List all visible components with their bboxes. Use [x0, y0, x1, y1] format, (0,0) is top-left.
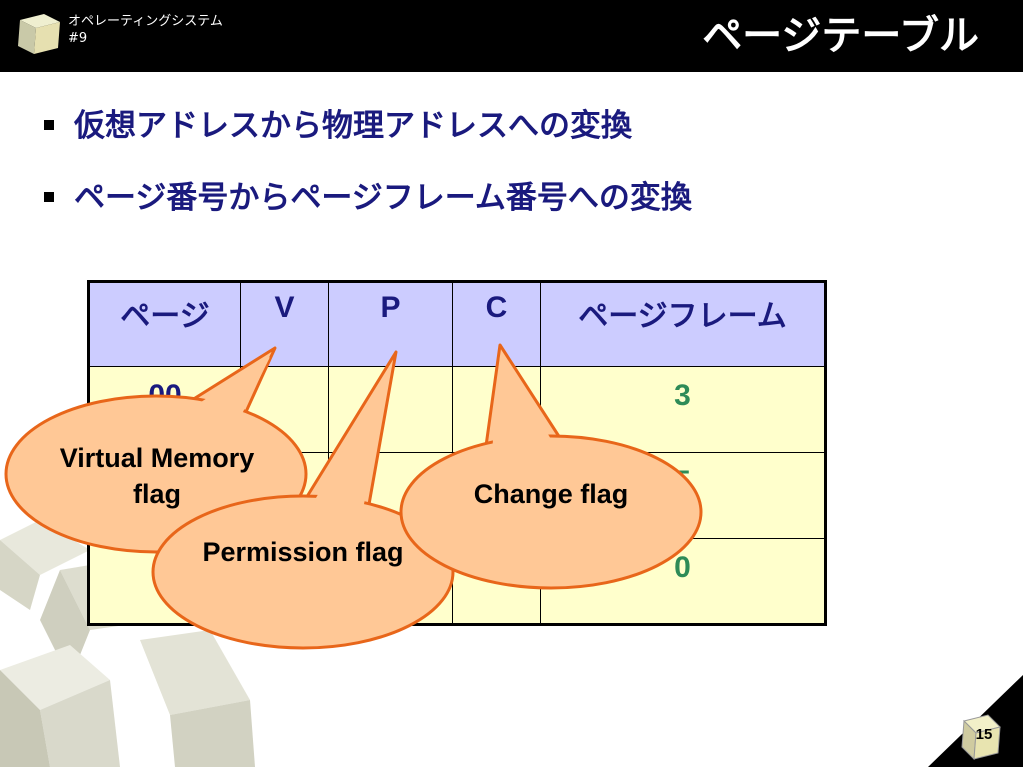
change-callout-label: Change flag — [473, 479, 629, 509]
header-c: C — [452, 281, 541, 367]
page-corner-icon — [928, 675, 1023, 767]
header-page-frame: ページフレーム — [540, 281, 826, 367]
permission-callout-label: Permission flag — [202, 537, 404, 567]
bullet-item: ページ番号からページフレーム番号への変換 — [44, 178, 692, 218]
course-info: オペレーティングシステム #9 — [68, 13, 223, 47]
permission-callout — [151, 350, 455, 650]
lecture-number: #9 — [68, 31, 88, 46]
bullet-text: ページ番号からページフレーム番号への変換 — [74, 180, 692, 216]
change-callout — [399, 343, 703, 590]
cube-logo-icon — [18, 14, 60, 54]
slide-title: ページテーブル — [702, 13, 979, 59]
page-number-badge: 15 — [928, 675, 1023, 767]
bullet-text: 仮想アドレスから物理アドレスへの変換 — [74, 108, 632, 144]
header-bar: オペレーティングシステム #9 ページテーブル — [0, 0, 1023, 72]
bullet-square-icon — [44, 191, 54, 202]
table-header-row: ページ V P C ページフレーム — [88, 281, 826, 367]
bullet-square-icon — [44, 119, 54, 130]
header-v: V — [240, 281, 329, 367]
page-number: 15 — [975, 726, 993, 743]
virtual-memory-callout-label: Virtual Memory flag — [59, 443, 255, 509]
course-name: オペレーティングシステム — [68, 14, 223, 29]
header-p: P — [328, 281, 453, 367]
bullet-item: 仮想アドレスから物理アドレスへの変換 — [44, 106, 632, 146]
